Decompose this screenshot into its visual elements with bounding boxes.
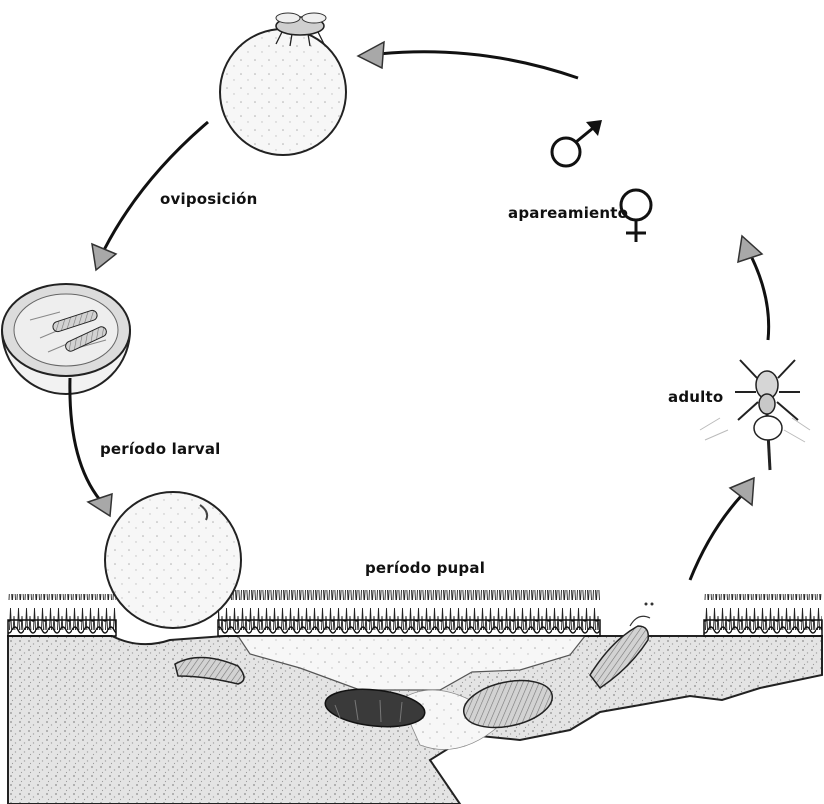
grass-center	[218, 590, 600, 636]
label-adult: adulto	[668, 388, 723, 406]
label-larval-period: período larval	[100, 440, 221, 458]
cut-fruit-with-larvae	[2, 284, 130, 394]
fallen-fruit	[105, 492, 241, 628]
label-pupal-period: período pupal	[365, 559, 485, 577]
male-symbol-icon	[552, 120, 602, 166]
grass-left	[8, 594, 116, 636]
label-oviposition: oviposición	[160, 190, 258, 208]
grass-right	[704, 594, 822, 636]
fruit-with-fly	[220, 13, 346, 155]
label-mating: apareamiento	[508, 204, 628, 222]
adult-fly	[700, 360, 810, 470]
